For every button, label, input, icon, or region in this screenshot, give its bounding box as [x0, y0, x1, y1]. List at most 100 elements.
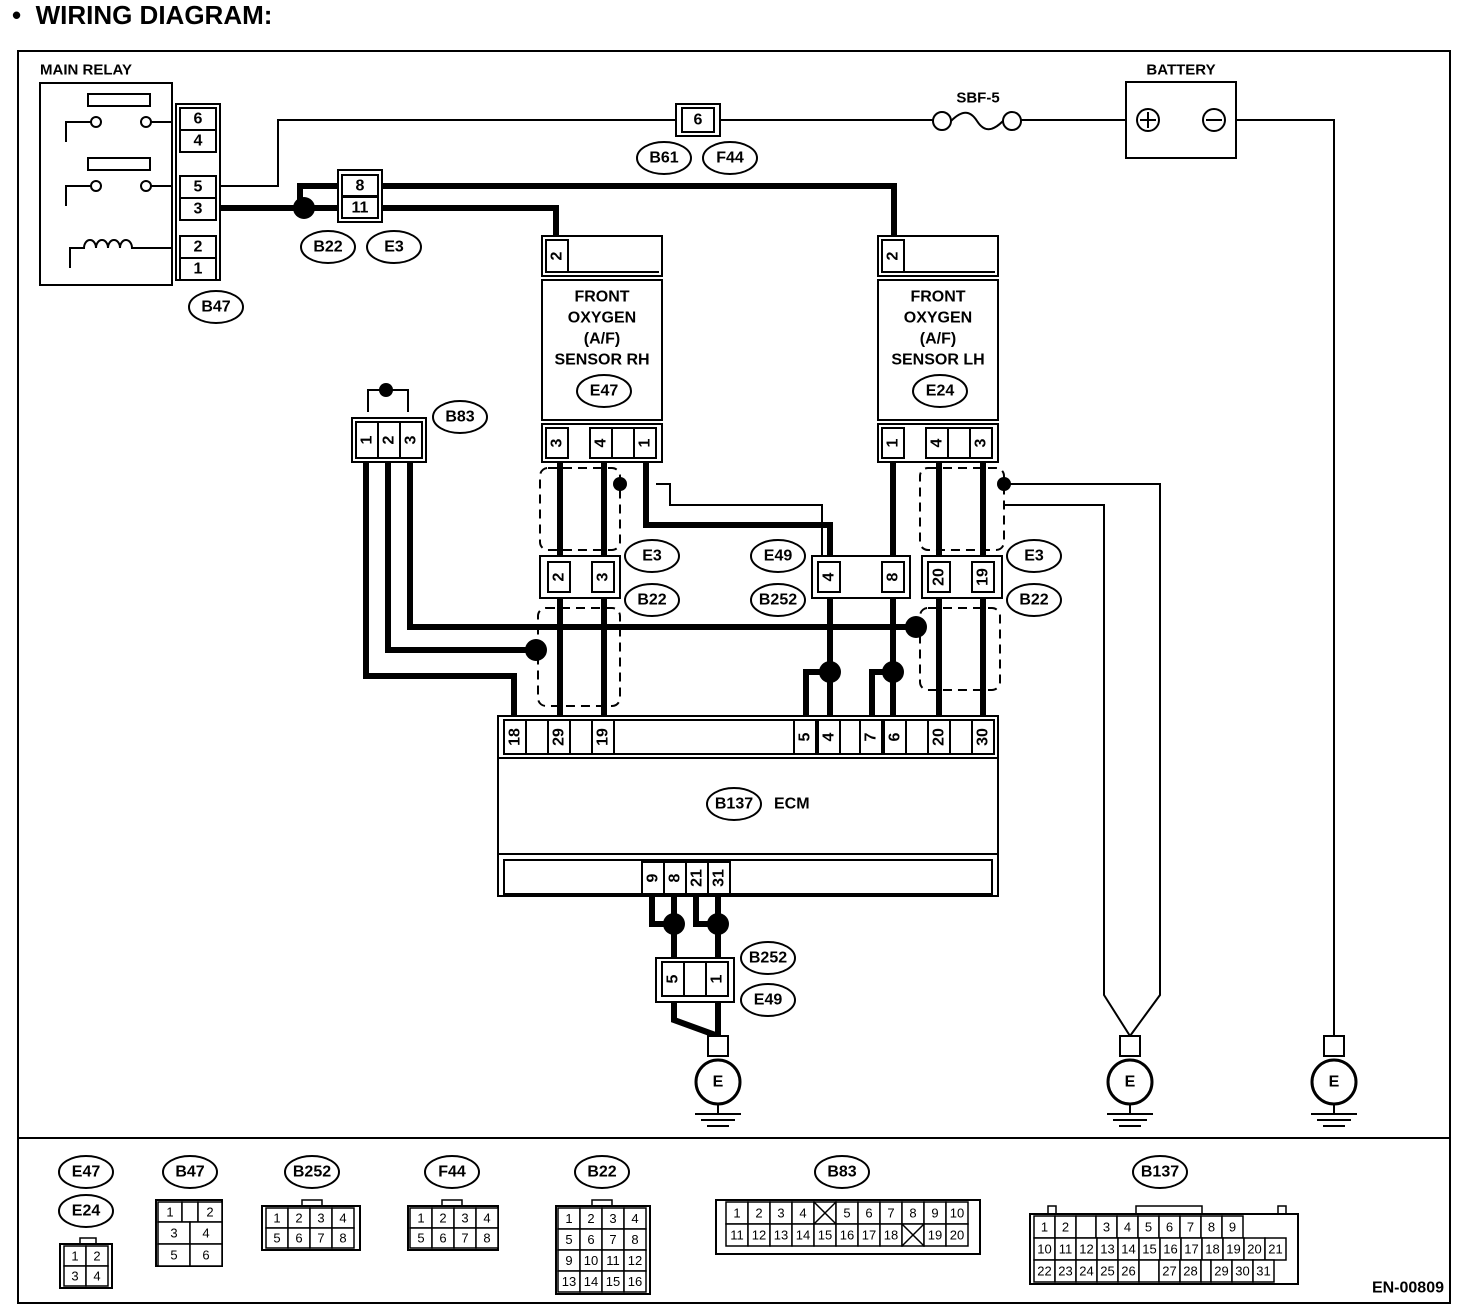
sensor-lh-tag: E24	[926, 383, 955, 400]
tag-b22-top-oval	[300, 230, 356, 264]
legend-b137-cell-label: 14	[1121, 1242, 1135, 1257]
legend-b83-cell-label: 8	[909, 1206, 916, 1221]
b83-pin-label: 3	[403, 435, 420, 444]
legend-b83-cell-x	[812, 1200, 838, 1226]
sensor-rh-bottom-pin-label: 4	[593, 438, 610, 447]
legend-b137-key	[1135, 1205, 1203, 1215]
sensor-rh-title-line: SENSOR RH	[554, 352, 649, 369]
ground-ecm-letter: E	[713, 1074, 724, 1091]
tag-b22-lh: B22	[1019, 592, 1048, 609]
ecm-top-pin-label: 20	[931, 728, 948, 746]
legend-b137-cell-label: 30	[1235, 1264, 1249, 1279]
legend-e47-cell-label: 2	[93, 1249, 100, 1264]
legend-b22-cell-label: 16	[628, 1274, 642, 1289]
splice-b83	[379, 383, 393, 397]
tag-e3-top-oval	[366, 230, 422, 264]
tag-e49-mid-oval	[750, 539, 806, 573]
legend-b83-cell-label: 12	[752, 1228, 766, 1243]
legend-b137-cell	[1075, 1215, 1097, 1239]
ecm-bottom-pin-label: 8	[667, 873, 684, 882]
legend-b137-cell-label: 15	[1142, 1242, 1156, 1257]
legend-b137-cell-label: 22	[1037, 1264, 1051, 1279]
relay-pin-label: 5	[194, 179, 203, 196]
legend-b252-cell-label: 1	[273, 1211, 280, 1226]
low-pin-label: 1	[709, 974, 726, 983]
legend-b83-cell-label: 19	[928, 1228, 942, 1243]
b83-pin-label: 2	[381, 435, 398, 444]
tag-b83-oval	[432, 400, 488, 434]
legend-b22-cell-label: 14	[584, 1274, 598, 1289]
ecm-top-pin-3	[793, 719, 817, 755]
sensor-lh-title-line: FRONT	[910, 289, 965, 306]
legend-b137-cell	[1200, 1259, 1212, 1283]
sensor-rh-bottom-pin-0	[545, 427, 569, 459]
legend-b137-cell-label: 8	[1208, 1220, 1215, 1235]
fuse-element	[950, 111, 1004, 131]
legend-b137-cell-label: 18	[1205, 1242, 1219, 1257]
legend-b83-cell-label: 5	[843, 1206, 850, 1221]
wire-b83-3-splice	[407, 460, 916, 630]
tag-f44-oval	[702, 141, 758, 175]
mid-rh-pin-1	[591, 561, 615, 593]
mid-center-pin-label: 8	[885, 572, 902, 581]
legend-b252-cell-label: 4	[339, 1211, 346, 1226]
legend-b137-cell-label: 2	[1062, 1220, 1069, 1235]
legend-b137-cell-label: 13	[1100, 1242, 1114, 1257]
legend-b137-cell-label: 1	[1041, 1220, 1048, 1235]
legend-tag-b83-oval	[814, 1155, 870, 1189]
legend-b137-cell-label: 20	[1247, 1242, 1261, 1257]
ecm-top-pin-6	[883, 719, 907, 755]
legend-b83-cell-x	[900, 1222, 926, 1248]
legend-b47-r2-cell-label: 3	[170, 1226, 177, 1241]
legend-b252-cell-label: 8	[339, 1231, 346, 1246]
tag-e3-lh-oval	[1006, 539, 1062, 573]
legend-f44-cell-label: 5	[417, 1231, 424, 1246]
tag-b22-lh-oval	[1006, 583, 1062, 617]
sensor-rh-tag-oval	[576, 374, 632, 408]
legend-f44-cell-label: 2	[439, 1211, 446, 1226]
legend-b83-cell-label: 7	[887, 1206, 894, 1221]
ecm-top-pin-4	[817, 719, 841, 755]
wire-lh-shield-ground-2	[1004, 504, 1131, 1037]
sensor-lh-title-line: SENSOR LH	[891, 352, 984, 369]
legend-b137-cell-label: 31	[1256, 1264, 1270, 1279]
shield-e47	[539, 467, 621, 551]
legend-b137-cell	[1264, 1237, 1287, 1261]
ecm-top-pin-label: 19	[595, 728, 612, 746]
legend-b137-cell-label: 12	[1079, 1242, 1093, 1257]
tag-b83: B83	[445, 409, 474, 426]
mid-center-pin-0	[817, 561, 841, 593]
tag-b252-low-oval	[740, 941, 796, 975]
ecm-top-pin-5	[859, 719, 883, 755]
tag-b137-oval	[706, 787, 762, 821]
tag-f44: F44	[716, 150, 744, 167]
legend-b252-cell	[331, 1227, 355, 1249]
wire-b83-1-ecm18	[363, 460, 517, 718]
relay-switch-2	[65, 185, 96, 206]
legend-b137-cell-label: 5	[1145, 1220, 1152, 1235]
wire-e47-1	[643, 462, 833, 556]
legend-b137-cell-label: 9	[1229, 1220, 1236, 1235]
legend-tag-b22: B22	[587, 1164, 616, 1181]
relay-terminal-2a	[90, 180, 102, 192]
relay-switch-1	[65, 121, 96, 142]
legend-f44-cell-label: 1	[417, 1211, 424, 1226]
legend-tag-e47: E47	[72, 1164, 101, 1181]
ecm-top-pin-label: 6	[887, 732, 904, 741]
b83-pin-2	[399, 421, 423, 459]
ecm-top-pin-label: 30	[975, 728, 992, 746]
tag-b137: B137	[715, 796, 753, 813]
relay-pin-label: 1	[194, 261, 203, 278]
sensor-lh-bottom-pin-label: 1	[885, 438, 902, 447]
ecm-top-pin-7	[927, 719, 951, 755]
legend-f44-cell	[475, 1227, 499, 1249]
legend-b22-cell-label: 3	[609, 1211, 616, 1226]
wire-relay5-to-b61	[220, 119, 676, 187]
legend-f44-cell-label: 3	[461, 1211, 468, 1226]
ecm-bottom-pin-label: 9	[645, 873, 662, 882]
legend-tag-f44: F44	[438, 1164, 466, 1181]
legend-f44-cell-label: 8	[483, 1231, 490, 1246]
legend-b137-cell-label: 16	[1163, 1242, 1177, 1257]
legend-b83-cell-label: 6	[865, 1206, 872, 1221]
